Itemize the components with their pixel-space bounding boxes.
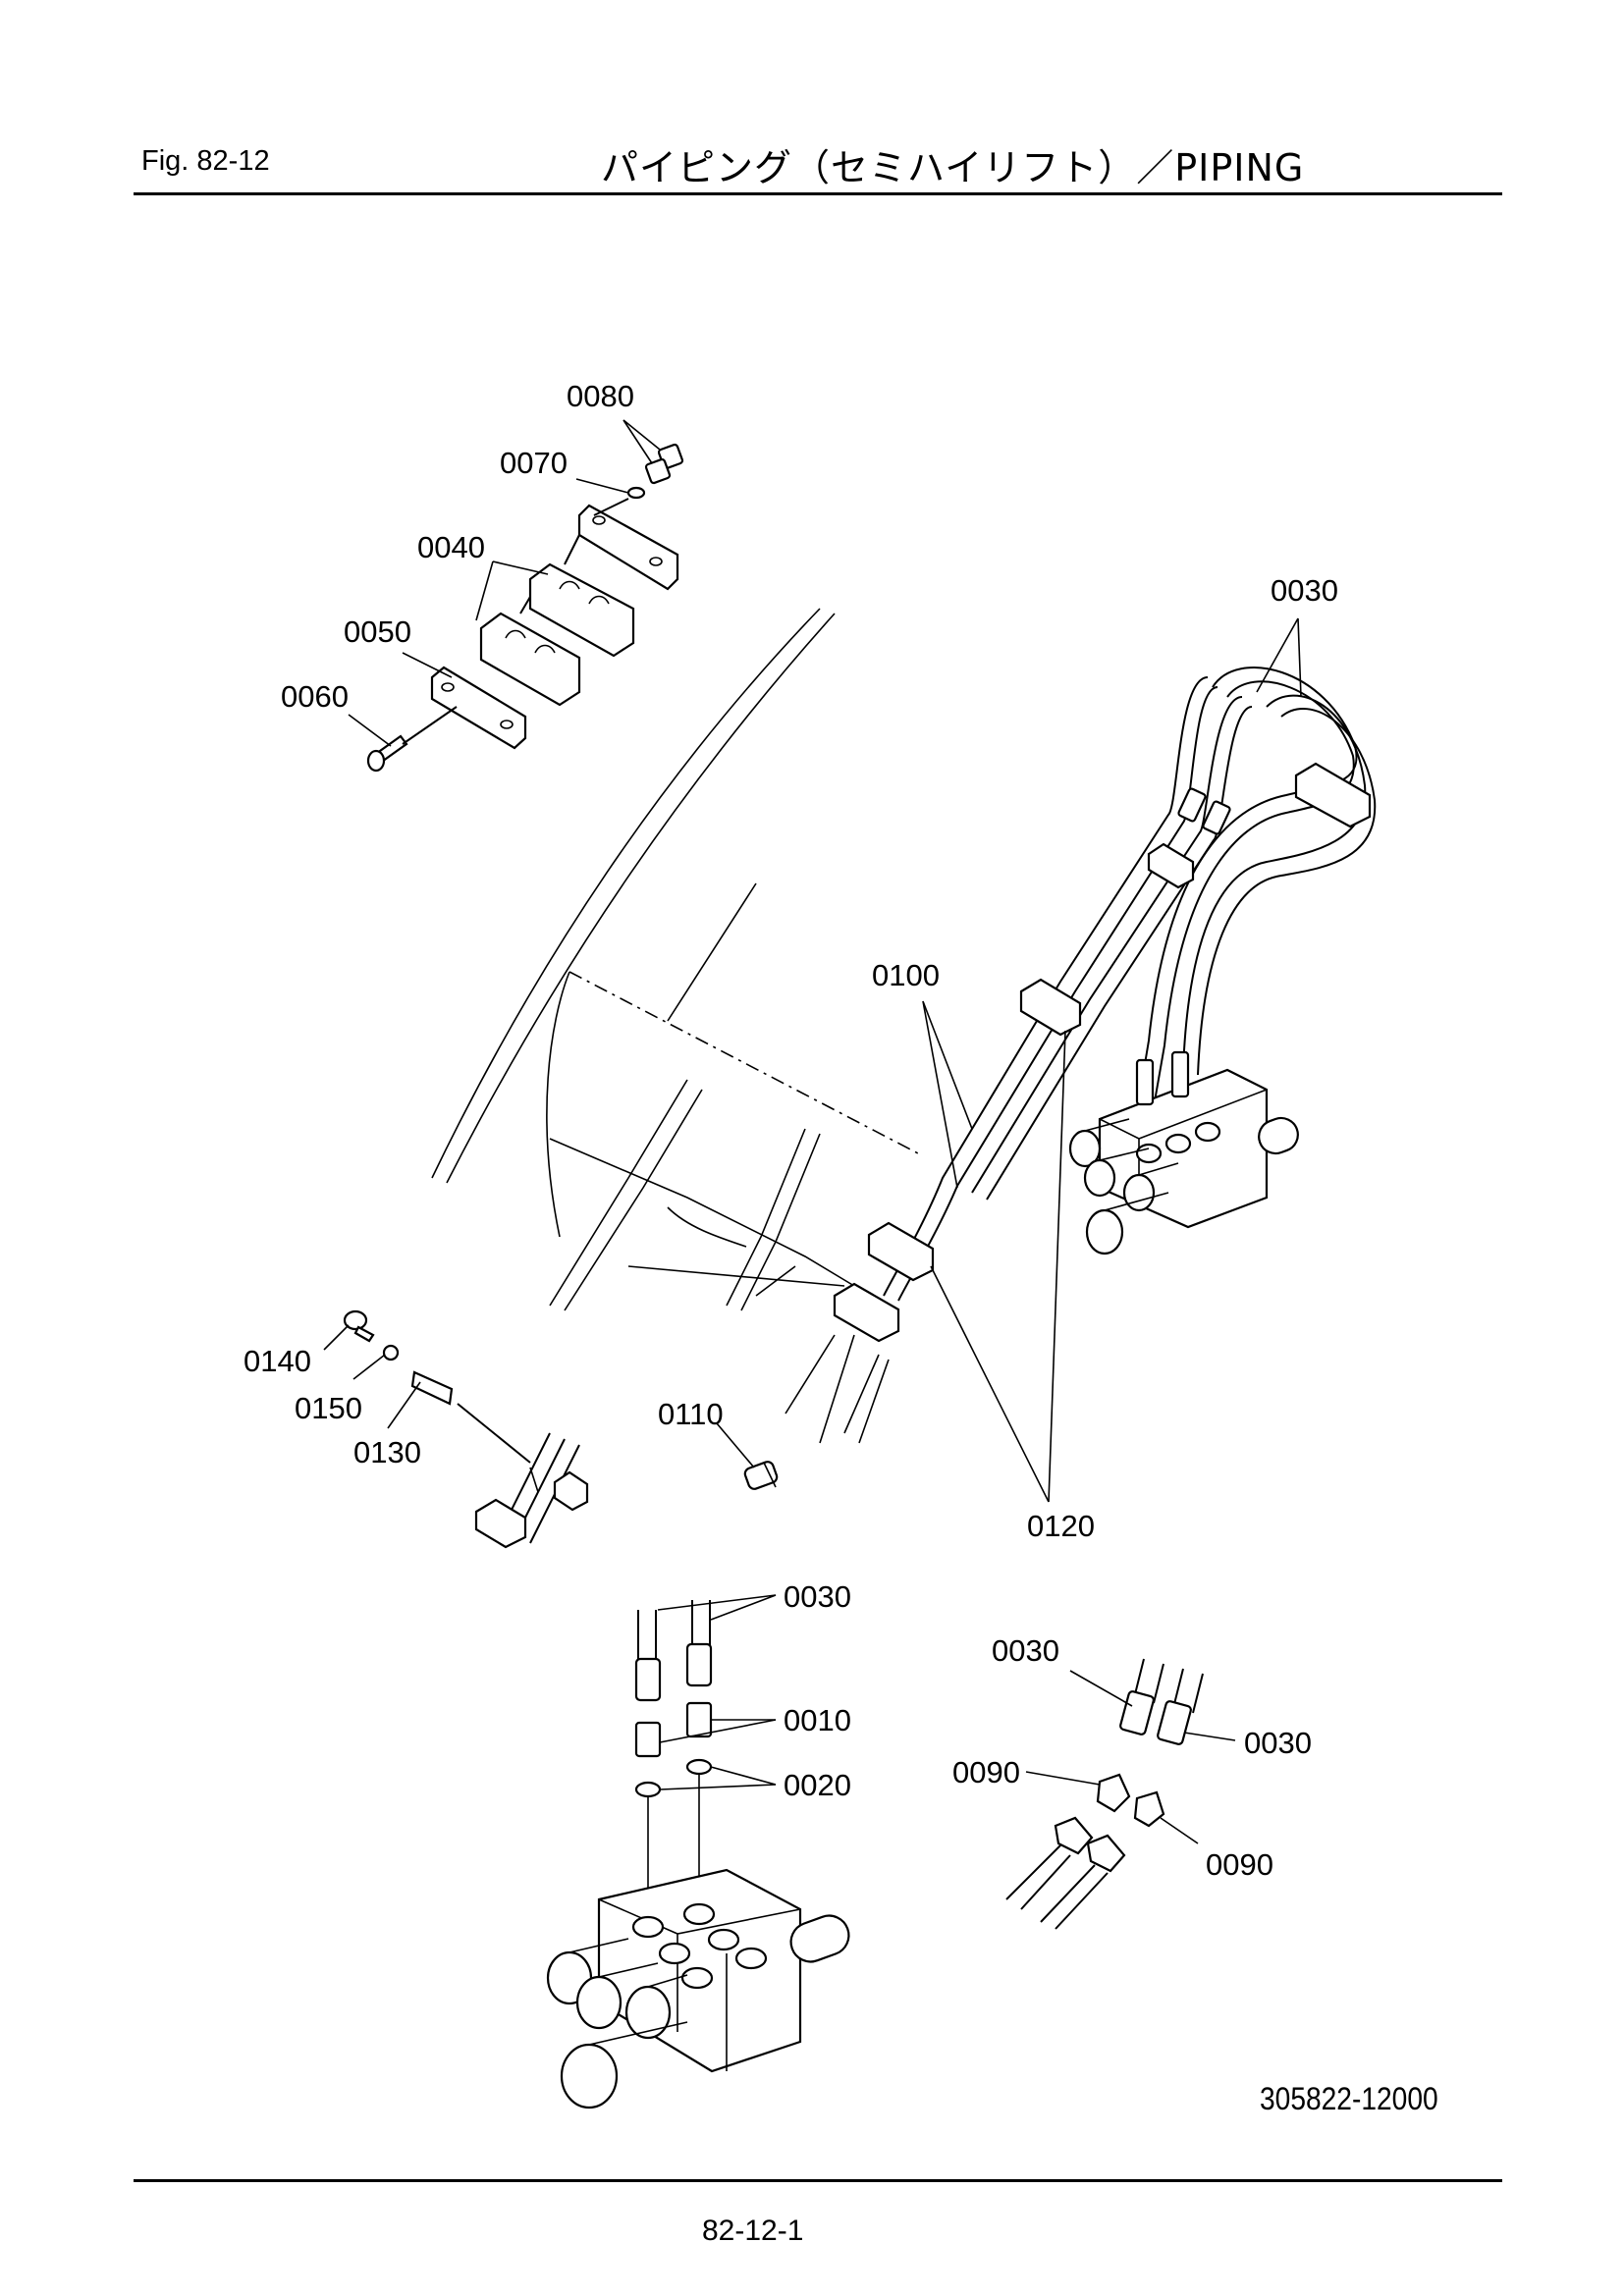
page-number: 82-12-1: [702, 2215, 804, 2247]
callout-0020: 0020: [784, 1768, 851, 1802]
callout-0090-b: 0090: [1206, 1847, 1273, 1882]
callout-0080: 0080: [567, 379, 634, 413]
callout-0110: 0110: [658, 1397, 724, 1431]
callout-0040: 0040: [417, 530, 485, 564]
callout-0130: 0130: [353, 1435, 421, 1469]
callout-0140: 0140: [244, 1344, 311, 1378]
callout-0030-detail-a: 0030: [784, 1579, 851, 1614]
machine-outline: [431, 608, 919, 1444]
hose-clamp-detail: [343, 1309, 589, 1549]
fitting-stack-detail: [546, 1600, 850, 2109]
page-title: パイピング（セミハイリフト）／PIPING: [601, 146, 1305, 189]
callout-0030-detail-b2: 0030: [1244, 1726, 1312, 1760]
callout-0060: 0060: [281, 679, 349, 714]
callout-0120: 0120: [1027, 1509, 1095, 1543]
plug-0110: [743, 1461, 779, 1490]
callout-labels: 0080 0070 0040 0050 0060 0030 0100 0140 …: [244, 379, 1338, 1882]
footer-rule: [134, 2179, 1502, 2182]
callout-0010: 0010: [784, 1703, 851, 1737]
clamp-assembly: [366, 443, 684, 773]
leader-lines: [323, 419, 1302, 1844]
header-rule: [134, 192, 1502, 195]
callout-0050: 0050: [344, 614, 411, 649]
callout-0100: 0100: [872, 958, 940, 992]
callout-0070: 0070: [500, 446, 568, 480]
control-valve-main: [1068, 1050, 1299, 1255]
drawing-number: 305822-12000: [1260, 2081, 1438, 2116]
callout-0150: 0150: [295, 1391, 362, 1425]
figure-number: Fig. 82-12: [141, 145, 270, 177]
callout-0090-a: 0090: [952, 1755, 1020, 1789]
hose-run: [833, 667, 1377, 1343]
callout-0030-top: 0030: [1271, 573, 1338, 608]
callout-0030-detail-b1: 0030: [992, 1633, 1059, 1668]
elbow-fitting-detail: [1005, 1658, 1204, 1930]
